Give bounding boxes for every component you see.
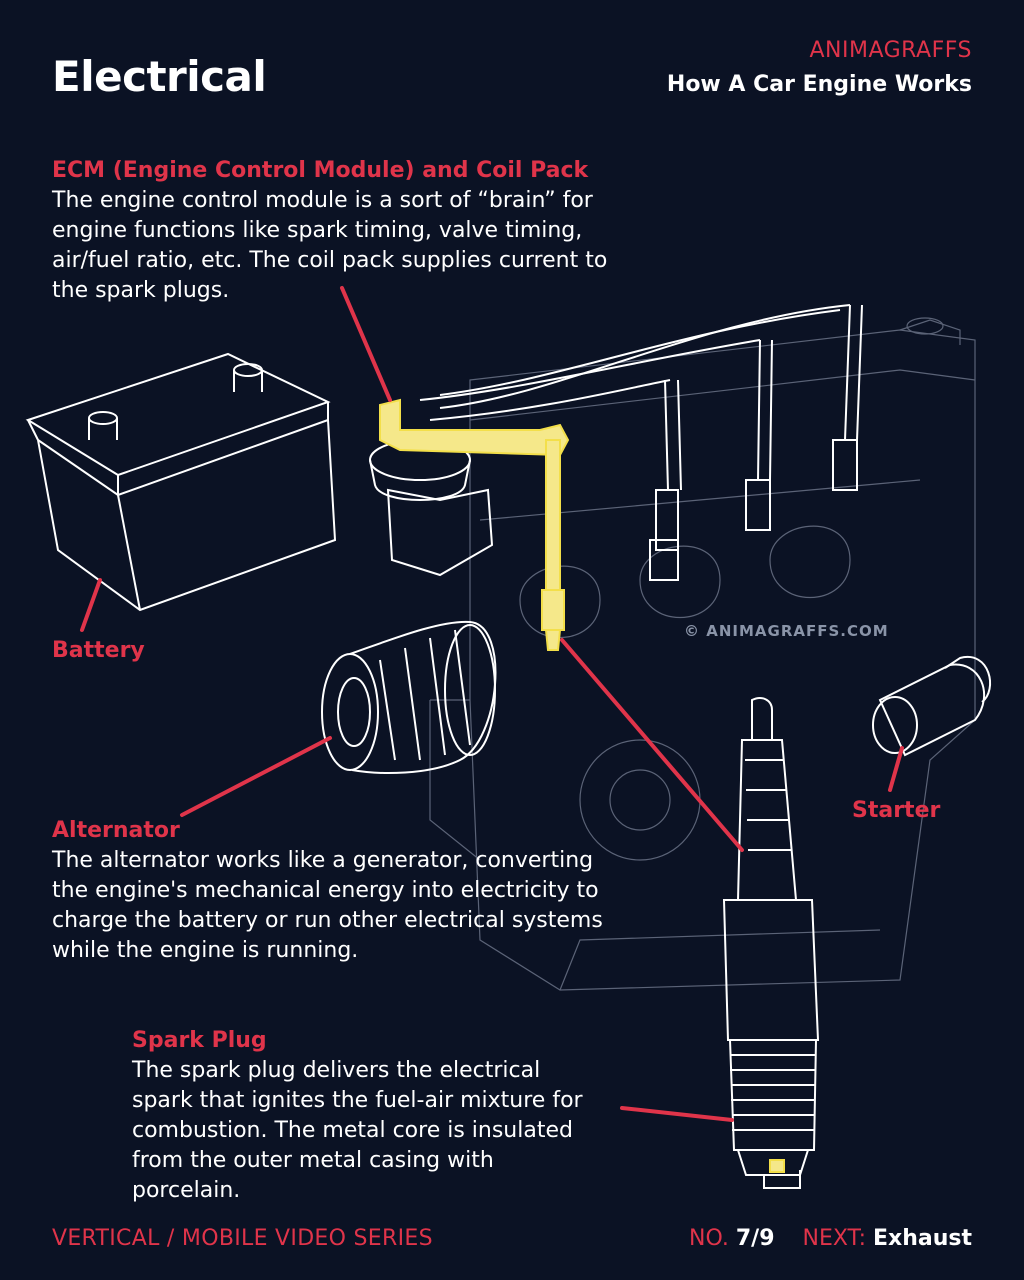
callout-ecm: ECM (Engine Control Module) and Coil Pac… (52, 156, 652, 306)
callout-battery-title: Battery (52, 638, 145, 663)
battery-drawing (25, 352, 337, 612)
callout-ecm-line: air/fuel ratio, etc. The coil pack suppl… (52, 248, 608, 273)
footer-number-prefix: NO. (689, 1226, 729, 1251)
callout-spark-plug-line: spark that ignites the fuel-air mixture … (132, 1088, 583, 1113)
callout-ecm-line: the spark plugs. (52, 278, 230, 303)
callout-leaders (80, 286, 904, 1122)
callout-ecm-body: The engine control module is a sort of “… (52, 186, 652, 306)
footer-navigation: NO. 7/9 NEXT: Exhaust (689, 1226, 972, 1251)
callout-alternator: Alternator The alternator works like a g… (52, 816, 652, 966)
callout-alternator-body: The alternator works like a generator, c… (52, 846, 652, 966)
footer-next-prefix: NEXT: (802, 1226, 866, 1251)
alternator-drawing (321, 620, 497, 774)
callout-alternator-line: charge the battery or run other electric… (52, 908, 603, 933)
brand-name: ANIMAGRAFFS (809, 38, 972, 63)
callout-starter-title: Starter (852, 798, 941, 823)
watermark: © ANIMAGRAFFS.COM (684, 622, 889, 640)
callout-alternator-line: while the engine is running. (52, 938, 359, 963)
footer-series-label: VERTICAL / MOBILE VIDEO SERIES (52, 1226, 433, 1251)
callout-alternator-line: The alternator works like a generator, c… (52, 848, 594, 873)
ignition-wires (419, 304, 863, 581)
starter-drawing (872, 655, 991, 757)
footer-next-link[interactable]: Exhaust (873, 1226, 972, 1251)
series-title: How A Car Engine Works (666, 72, 972, 97)
callout-ecm-line: The engine control module is a sort of “… (52, 188, 593, 213)
callout-ecm-line: engine functions like spark timing, valv… (52, 218, 583, 243)
callout-spark-plug-line: combustion. The metal core is insulated (132, 1118, 573, 1143)
callout-alternator-line: the engine's mechanical energy into elec… (52, 878, 599, 903)
spark-plug-drawing (722, 697, 820, 1189)
callout-spark-plug-line: from the outer metal casing with (132, 1148, 494, 1173)
callout-spark-plug-line: The spark plug delivers the electrical (132, 1058, 541, 1083)
callout-spark-plug-body: The spark plug delivers the electrical s… (132, 1056, 632, 1206)
callout-spark-plug: Spark Plug The spark plug delivers the e… (132, 1026, 632, 1206)
footer-number: 7/9 (735, 1226, 775, 1251)
callout-spark-plug-line: porcelain. (132, 1178, 241, 1203)
page-title: Electrical (52, 52, 267, 101)
callout-spark-plug-title: Spark Plug (132, 1028, 267, 1053)
callout-ecm-title: ECM (Engine Control Module) and Coil Pac… (52, 158, 589, 183)
ecm-coil-pack-drawing (369, 398, 570, 651)
callout-alternator-title: Alternator (52, 818, 180, 843)
